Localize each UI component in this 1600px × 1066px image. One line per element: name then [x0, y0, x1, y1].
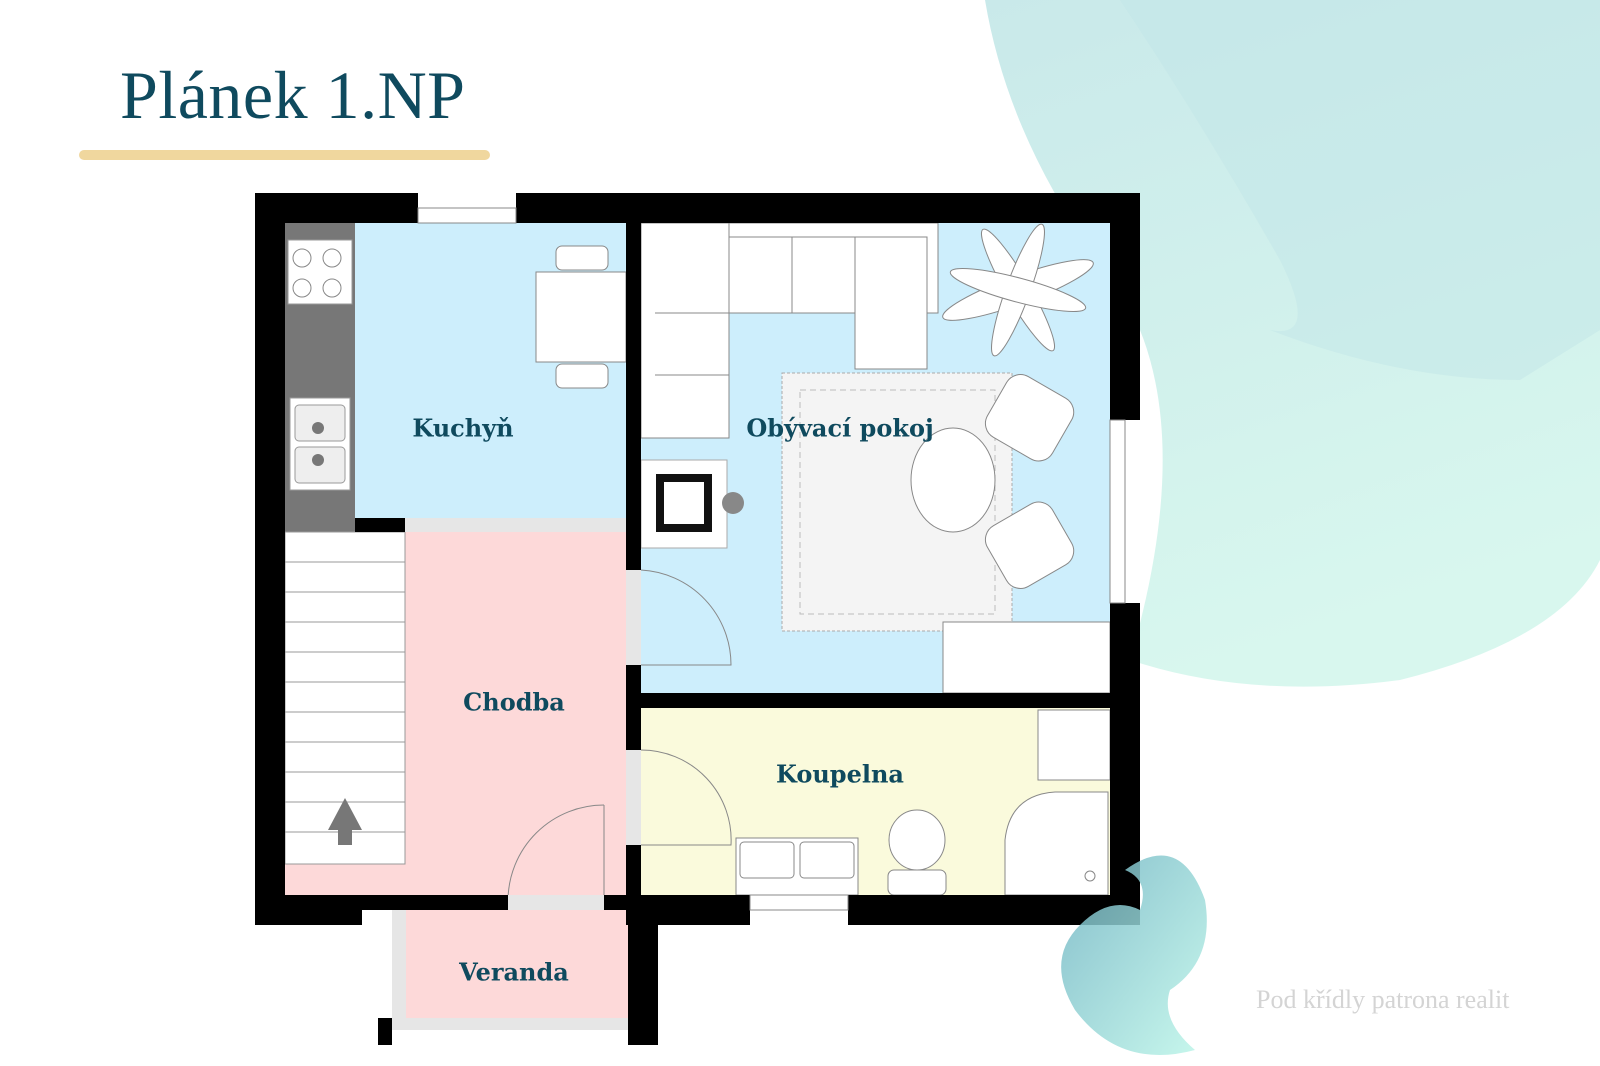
label-veranda: Veranda — [459, 957, 569, 987]
brand-logo — [1061, 855, 1207, 1055]
doors — [507, 569, 732, 901]
windows — [417, 207, 1126, 911]
fire-icon — [722, 492, 744, 514]
page-title: Plánek 1.NP — [120, 57, 466, 133]
arrow-up-icon — [328, 798, 362, 845]
dining-table — [535, 245, 627, 389]
sofa — [640, 222, 939, 439]
plant — [942, 223, 1094, 357]
door-thresholds — [392, 518, 641, 1030]
watermark: Pod křídly patrona realit — [1256, 985, 1510, 1014]
coffee-table-and-chairs — [910, 374, 1075, 589]
label-bathroom: Koupelna — [776, 759, 904, 789]
sideboard — [942, 621, 1111, 694]
label-living-room: Obývací pokoj — [746, 413, 934, 443]
staircase — [284, 531, 406, 865]
bathroom-fixtures — [735, 709, 1111, 896]
kitchen-counter — [285, 223, 355, 532]
label-kitchen: Kuchyň — [412, 413, 514, 443]
label-hall: Chodba — [463, 687, 565, 717]
decorative-background — [985, 0, 1600, 687]
fireplace — [640, 459, 744, 549]
room-veranda — [406, 910, 628, 1018]
title-underline — [79, 150, 490, 160]
walls — [255, 193, 1140, 1045]
